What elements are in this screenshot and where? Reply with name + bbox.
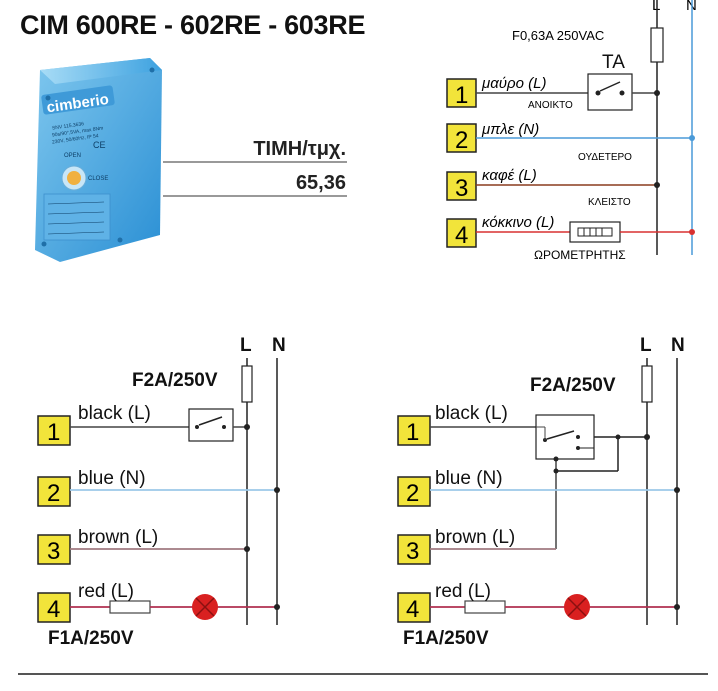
page-title: CIM 600RE - 602RE - 603RE bbox=[20, 10, 366, 40]
rail-label-L: L bbox=[652, 0, 660, 14]
svg-text:black (L): black (L) bbox=[78, 403, 151, 424]
rail-label-L: L bbox=[240, 335, 252, 356]
fuse-label: F2A/250V bbox=[132, 370, 218, 391]
svg-text:red (L): red (L) bbox=[78, 581, 134, 602]
svg-text:1: 1 bbox=[455, 82, 468, 109]
fuse-small-icon bbox=[464, 600, 506, 614]
svg-text:1: 1 bbox=[406, 419, 419, 446]
fuse-icon bbox=[241, 365, 253, 403]
left-terminal-4: 4 bbox=[37, 592, 71, 623]
fuse-icon bbox=[650, 27, 664, 63]
svg-text:1: 1 bbox=[47, 419, 60, 446]
switch-icon bbox=[188, 408, 234, 442]
svg-text:black (L): black (L) bbox=[435, 403, 508, 424]
greek-terminal-4: 4 bbox=[446, 218, 477, 249]
rail-label-L: L bbox=[640, 335, 652, 356]
bottom-divider bbox=[18, 673, 708, 675]
fuse-icon bbox=[641, 365, 653, 403]
greek-fuse-label: F0,63A 250VAC bbox=[512, 28, 604, 43]
svg-text:2: 2 bbox=[455, 127, 468, 154]
price-rule-top bbox=[163, 161, 347, 163]
svg-text:2: 2 bbox=[47, 480, 60, 507]
rail-label-N: N bbox=[272, 335, 286, 356]
ta-label: TA bbox=[602, 52, 625, 73]
svg-text:2: 2 bbox=[406, 480, 419, 507]
svg-text:4: 4 bbox=[455, 222, 468, 249]
svg-text:3: 3 bbox=[47, 538, 60, 565]
svg-text:κόκκινο (L): κόκκινο (L) bbox=[482, 214, 554, 231]
svg-text:4: 4 bbox=[47, 596, 60, 623]
left-terminal-1: 1 bbox=[37, 415, 71, 446]
right-terminal-1: 1 bbox=[397, 415, 431, 446]
fuse-label: F2A/250V bbox=[530, 375, 616, 396]
svg-text:brown (L): brown (L) bbox=[78, 527, 158, 548]
left-terminal-3: 3 bbox=[37, 534, 71, 565]
svg-text:ΑΝΟΙΚΤΟ: ΑΝΟΙΚΤΟ bbox=[528, 100, 573, 111]
fuse-bottom-label: F1A/250V bbox=[48, 628, 134, 649]
left-terminal-2: 2 bbox=[37, 476, 71, 507]
svg-text:4: 4 bbox=[406, 596, 419, 623]
svg-text:ΩΡΟΜΕΤΡΗΤΗΣ: ΩΡΟΜΕΤΡΗΤΗΣ bbox=[534, 248, 626, 262]
right-terminal-4: 4 bbox=[397, 592, 431, 623]
svg-text:καφέ (L): καφέ (L) bbox=[482, 167, 537, 184]
greek-terminal-3: 3 bbox=[446, 171, 477, 202]
greek-terminal-2: 2 bbox=[446, 123, 477, 154]
svg-text:red (L): red (L) bbox=[435, 581, 491, 602]
rail-label-N: N bbox=[671, 335, 685, 356]
svg-text:ΚΛΕΙΣΤΟ: ΚΛΕΙΣΤΟ bbox=[588, 197, 631, 208]
svg-text:ΟΥΔΕΤΕΡΟ: ΟΥΔΕΤΕΡΟ bbox=[578, 152, 632, 163]
svg-text:blue (N): blue (N) bbox=[435, 468, 503, 489]
price-rule-bottom bbox=[163, 195, 347, 197]
svg-text:brown (L): brown (L) bbox=[435, 527, 515, 548]
fuse-bottom-label: F1A/250V bbox=[403, 628, 489, 649]
price-label: ΤΙΜΗ/τμχ. bbox=[253, 138, 346, 160]
svg-text:μπλε (N): μπλε (N) bbox=[481, 121, 539, 138]
price-value: 65,36 bbox=[295, 172, 346, 194]
svg-text:μαύρο (L): μαύρο (L) bbox=[481, 75, 546, 92]
svg-text:blue (N): blue (N) bbox=[78, 468, 146, 489]
switch-icon bbox=[587, 73, 633, 111]
right-terminal-3: 3 bbox=[397, 534, 431, 565]
right-terminal-2: 2 bbox=[397, 476, 431, 507]
svg-text:3: 3 bbox=[406, 538, 419, 565]
changeover-switch-icon bbox=[535, 414, 595, 460]
svg-text:3: 3 bbox=[455, 175, 468, 202]
